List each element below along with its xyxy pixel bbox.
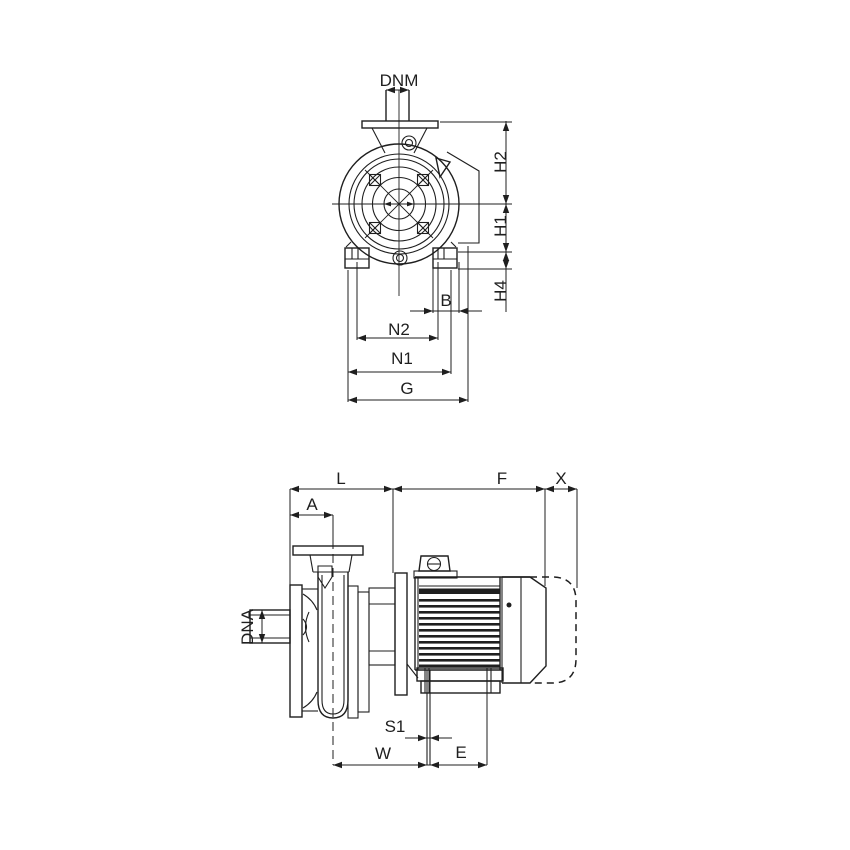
- dim-label-l: L: [336, 469, 345, 488]
- suction-flange: [289, 584, 303, 718]
- motor-fins: [419, 585, 500, 668]
- front-discharge-nozzle: [361, 90, 439, 154]
- dim-label-n2: N2: [388, 320, 410, 339]
- dim-label-n1: N1: [391, 349, 413, 368]
- terminal-screw-icon: [426, 556, 442, 572]
- endcap-dot: [506, 602, 512, 608]
- dim-label-h4: H4: [491, 280, 510, 302]
- dim-label-w: W: [375, 744, 391, 763]
- terminal-box: [413, 555, 458, 579]
- dim-label-e: E: [455, 743, 466, 762]
- bolt-hole-marks: [368, 173, 430, 235]
- dim-label-dna: DNA: [238, 608, 257, 645]
- drain-plug: [392, 250, 408, 266]
- motor-bracket: [394, 572, 408, 696]
- center-arrow-right: [407, 201, 414, 207]
- dim-label-f: F: [497, 469, 507, 488]
- dim-label-h2: H2: [491, 151, 510, 173]
- dim-label-b: B: [440, 291, 451, 310]
- rotation-arrow: [435, 157, 452, 179]
- front-dimensions: DNM H2 H1 H4 B: [347, 71, 512, 404]
- nozzle-plug: [317, 565, 333, 590]
- suction-pipe: [249, 609, 291, 644]
- side-motor: [332, 540, 577, 765]
- front-casing: [332, 90, 512, 296]
- vent-plug: [401, 135, 417, 151]
- dim-label-a: A: [306, 495, 318, 514]
- side-view: L F X A DNA S1 W: [238, 469, 578, 769]
- center-arrow-left: [384, 201, 391, 207]
- dim-label-h1: H1: [491, 215, 510, 237]
- dim-label-g: G: [400, 379, 413, 398]
- extended-motor-outline: [530, 576, 577, 684]
- dim-label-s1: S1: [385, 717, 406, 736]
- motor-foot: [416, 667, 504, 765]
- motor-end-cap: [502, 576, 547, 684]
- dim-label-x: X: [555, 469, 566, 488]
- dim-label-dnm: DNM: [380, 71, 419, 90]
- front-view: DNM H2 H1 H4 B: [332, 71, 512, 404]
- side-dimensions: L F X A DNA S1 W: [238, 469, 578, 769]
